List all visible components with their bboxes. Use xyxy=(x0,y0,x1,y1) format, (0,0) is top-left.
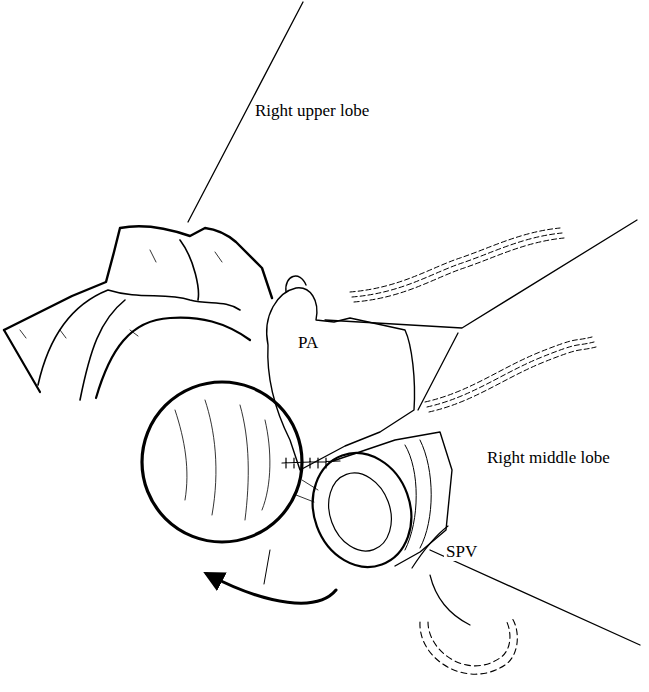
suture-stitches xyxy=(282,458,340,468)
hilar-outline xyxy=(4,330,40,392)
horizontal-fissure xyxy=(325,220,637,328)
dashed-vein-outline xyxy=(428,620,510,666)
cartilage-ring xyxy=(38,290,240,385)
anatomy-label: SPV xyxy=(444,542,479,561)
cartilage-ring xyxy=(96,318,250,398)
rotation-arrow xyxy=(207,574,336,603)
bronchial-stump xyxy=(142,382,302,542)
dashed-vessel xyxy=(354,238,564,302)
dashed-vessel xyxy=(429,347,596,412)
bronchus-rings xyxy=(405,440,431,550)
stump-texture xyxy=(175,400,270,520)
pulmonary-artery xyxy=(267,288,415,470)
leader-line xyxy=(264,550,270,584)
dashed-vessel xyxy=(427,342,594,407)
dashed-vessel xyxy=(352,233,562,297)
label-holder: Right middle lobe xyxy=(485,449,612,468)
label-holder: PA xyxy=(296,334,320,353)
dashed-vessel xyxy=(350,228,560,292)
dashed-vessel xyxy=(425,337,592,402)
cartilage-ring xyxy=(80,300,125,400)
label-holder: Right upper lobe xyxy=(253,102,371,121)
superior-pulmonary-vein xyxy=(412,526,470,625)
tissue-strands xyxy=(296,480,318,502)
bronchus-tube xyxy=(330,432,452,566)
dashed-vein-outline xyxy=(420,618,517,674)
anatomy-label: PA xyxy=(296,333,320,352)
anatomy-label: Right middle lobe xyxy=(485,448,612,467)
texture-lines xyxy=(20,250,222,338)
bronchus-lumen xyxy=(297,439,427,581)
anatomy-label: Right upper lobe xyxy=(253,101,371,120)
cartilage-ring xyxy=(180,240,198,300)
label-holder: SPV xyxy=(444,543,479,562)
hilar-outline xyxy=(4,226,272,330)
bronchus-inner xyxy=(318,464,402,560)
lower-border xyxy=(430,550,640,645)
artery-branch xyxy=(286,276,306,292)
